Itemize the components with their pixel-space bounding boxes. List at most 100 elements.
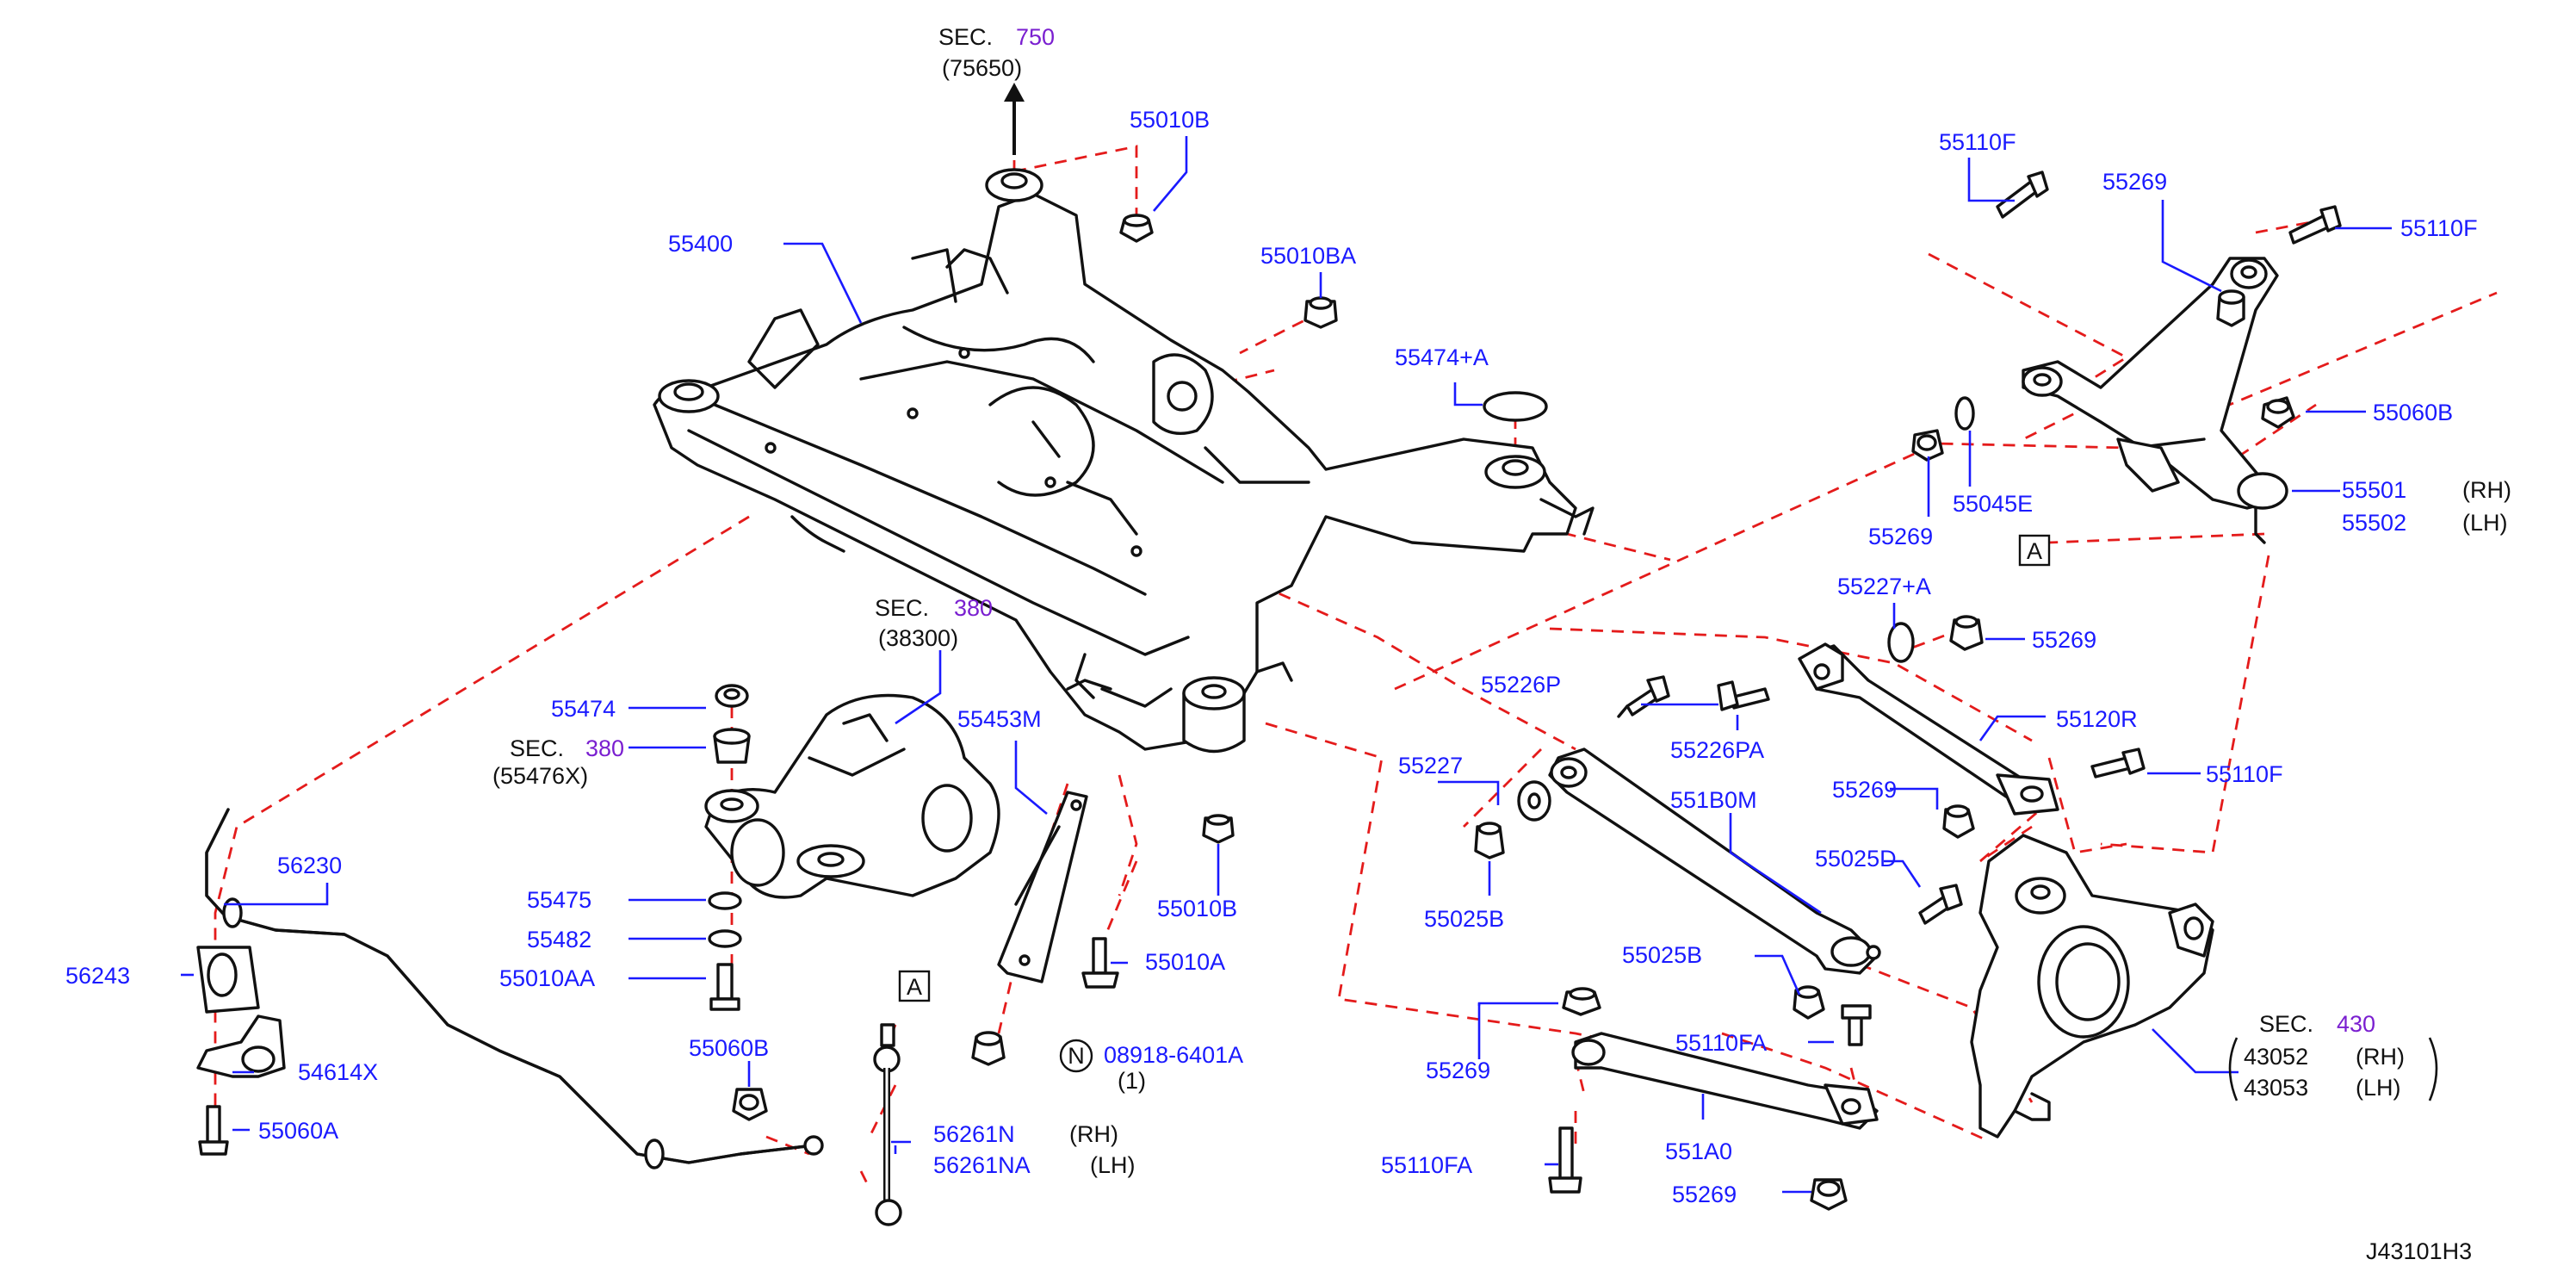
part-number: 55269 bbox=[1672, 1182, 1737, 1207]
nut-icon bbox=[1942, 804, 1975, 839]
stabilizer-link bbox=[873, 1023, 902, 1226]
side-label: (RH) bbox=[2356, 1044, 2405, 1070]
nut-icon bbox=[1562, 987, 1601, 1016]
reference-box-a bbox=[898, 970, 931, 1002]
rear-subframe bbox=[653, 168, 1595, 754]
part-number: 08918-6401A bbox=[1104, 1042, 1243, 1068]
washer-icon bbox=[708, 929, 742, 948]
nut-icon bbox=[2261, 396, 2295, 429]
nut-icon bbox=[971, 1031, 1006, 1066]
part-number: 56230 bbox=[277, 853, 342, 878]
nut-icon bbox=[1202, 814, 1235, 844]
side-label: (LH) bbox=[1090, 1152, 1136, 1178]
part-number: 55502 bbox=[2342, 510, 2406, 536]
part-number: 55060B bbox=[689, 1035, 769, 1061]
bolt-icon bbox=[1841, 1004, 1872, 1046]
part-number: 55120R bbox=[2056, 706, 2138, 732]
washer-icon bbox=[1887, 622, 1915, 663]
section-label: SEC. bbox=[875, 595, 929, 621]
bolt-icon bbox=[1081, 937, 1119, 989]
up-arrow-icon bbox=[1004, 83, 1025, 155]
quantity-label: (1) bbox=[1118, 1068, 1146, 1094]
n-circle-icon: N bbox=[1059, 1039, 1093, 1073]
bushing-icon bbox=[196, 946, 260, 1014]
bolt-icon bbox=[198, 1105, 229, 1156]
part-number: 55269 bbox=[1426, 1058, 1490, 1083]
side-label: (RH) bbox=[2462, 477, 2511, 503]
upper-arm bbox=[2022, 257, 2288, 544]
part-number: 551A0 bbox=[1665, 1138, 1732, 1164]
nut-icon bbox=[1949, 615, 1984, 651]
part-number: 55060B bbox=[2373, 400, 2453, 425]
part-number: 43053 bbox=[2244, 1075, 2308, 1101]
part-number: 55474 bbox=[551, 696, 616, 722]
bolt-icon bbox=[2288, 205, 2342, 245]
section-label: SEC. bbox=[2259, 1011, 2313, 1037]
part-number: 56243 bbox=[65, 963, 130, 989]
clamp-icon bbox=[196, 1014, 286, 1078]
leader-lines bbox=[181, 136, 2392, 1194]
part-number: 55010B bbox=[1157, 896, 1237, 921]
part-number: 55025B bbox=[1424, 906, 1504, 932]
part-number: 55226P bbox=[1481, 672, 1561, 698]
drawing-id: J43101H3 bbox=[2366, 1238, 2472, 1264]
part-labels: SEC. 750 (75650) 55010B 55400 55010BA 55… bbox=[65, 24, 2511, 1264]
part-number: 55045E bbox=[1953, 491, 2033, 517]
bolt-icon bbox=[1717, 680, 1770, 711]
section-subcode: (55476X) bbox=[492, 763, 588, 789]
part-number: 55010AA bbox=[499, 965, 595, 991]
bolt-icon bbox=[709, 963, 740, 1011]
nut-icon bbox=[1911, 429, 1944, 462]
bushing-icon bbox=[713, 728, 751, 764]
section-label: SEC. bbox=[510, 735, 564, 761]
section-subcode: (75650) bbox=[942, 55, 1022, 81]
section-number: 380 bbox=[954, 595, 993, 621]
reference-box-a bbox=[2018, 534, 2051, 567]
reference-box-a-label: A bbox=[907, 974, 922, 1000]
part-number: 55400 bbox=[668, 231, 733, 257]
bolt-icon bbox=[1548, 1126, 1582, 1194]
part-number: 55025D bbox=[1815, 846, 1897, 872]
section-number: 430 bbox=[2337, 1011, 2375, 1037]
nut-icon bbox=[1793, 985, 1825, 1020]
section-number: 380 bbox=[585, 735, 624, 761]
knuckle bbox=[1970, 834, 2214, 1138]
part-number: 55269 bbox=[1868, 524, 1933, 549]
nut-icon bbox=[1810, 1178, 1848, 1211]
part-number: 55482 bbox=[527, 927, 591, 952]
side-label: (LH) bbox=[2356, 1075, 2401, 1101]
stabilizer-bar bbox=[205, 808, 824, 1169]
nut-icon bbox=[732, 1088, 768, 1121]
part-number: 55060A bbox=[258, 1118, 338, 1144]
nut-icon bbox=[1474, 822, 1505, 859]
washer-icon bbox=[1517, 780, 1551, 822]
part-number: 55269 bbox=[2102, 169, 2167, 195]
part-number: 55010A bbox=[1145, 949, 1225, 975]
section-subcode: (38300) bbox=[878, 625, 958, 651]
part-number: 54614X bbox=[298, 1059, 378, 1085]
bracket-icon bbox=[997, 791, 1088, 983]
rod-551A0 bbox=[1571, 1032, 1879, 1130]
part-number: 55474+A bbox=[1395, 344, 1489, 370]
n-mark: N bbox=[1068, 1043, 1085, 1069]
washer-icon bbox=[1954, 396, 1975, 431]
part-number: 55010BA bbox=[1260, 243, 1356, 269]
washer-icon bbox=[1483, 391, 1548, 422]
part-number: 551B0M bbox=[1670, 787, 1757, 813]
part-number: 43052 bbox=[2244, 1044, 2308, 1070]
part-number: 55110FA bbox=[1381, 1152, 1472, 1178]
part-number: 56261NA bbox=[933, 1152, 1031, 1178]
section-label: SEC. bbox=[938, 24, 993, 50]
part-number: 55226PA bbox=[1670, 737, 1764, 763]
nut-icon bbox=[1119, 214, 1154, 243]
part-number: 55110F bbox=[2400, 215, 2478, 241]
reference-box-a-label: A bbox=[2027, 538, 2042, 564]
side-label: (LH) bbox=[2462, 510, 2508, 536]
part-number: 55025B bbox=[1622, 942, 1702, 968]
bolt-icon bbox=[1617, 675, 1670, 718]
part-number: 55110FA bbox=[1675, 1030, 1767, 1056]
part-number: 55269 bbox=[2032, 627, 2096, 653]
bolt-icon bbox=[1918, 884, 1963, 925]
part-number: 55110F bbox=[1939, 129, 2016, 155]
